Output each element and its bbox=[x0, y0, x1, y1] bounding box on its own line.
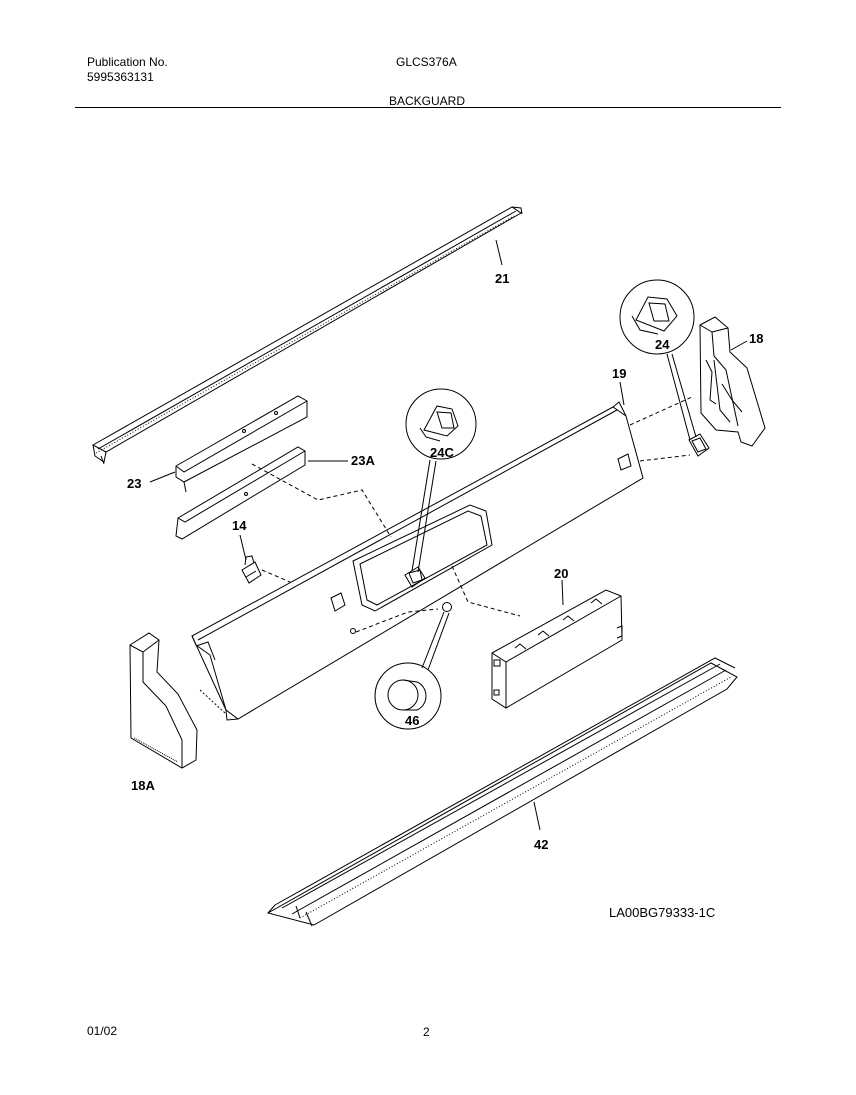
header-rule bbox=[75, 107, 781, 108]
publication-number: 5995363131 bbox=[87, 70, 154, 84]
part-24c-switch bbox=[404, 388, 477, 588]
label-24: 24 bbox=[655, 337, 670, 352]
footer-date: 01/02 bbox=[87, 1024, 118, 1038]
label-23a: 23A bbox=[351, 453, 375, 468]
part-19-backguard-panel bbox=[191, 381, 644, 721]
drawing-id: LA00BG79333-1C bbox=[609, 905, 716, 920]
part-42-bottom-trim bbox=[266, 657, 738, 927]
label-20: 20 bbox=[554, 566, 568, 581]
part-23-bracket bbox=[149, 395, 308, 493]
label-18a: 18A bbox=[131, 778, 155, 793]
label-18: 18 bbox=[749, 331, 763, 346]
part-14-clip bbox=[239, 534, 262, 584]
part-20-control-box bbox=[491, 579, 623, 709]
label-24c: 24C bbox=[430, 445, 454, 460]
label-42: 42 bbox=[534, 837, 548, 852]
part-21-top-trim bbox=[91, 206, 523, 465]
label-14: 14 bbox=[232, 518, 247, 533]
part-46-button bbox=[374, 602, 452, 730]
model-number: GLCS376A bbox=[396, 55, 457, 69]
label-46: 46 bbox=[405, 713, 419, 728]
label-23: 23 bbox=[127, 476, 141, 491]
part-18a-left-end-cap bbox=[129, 632, 198, 769]
label-19: 19 bbox=[612, 366, 626, 381]
part-24-switch bbox=[619, 279, 710, 457]
label-21: 21 bbox=[495, 271, 509, 286]
page-number: 2 bbox=[423, 1025, 430, 1039]
part-23a-bracket bbox=[175, 446, 348, 540]
part-18-right-end-cap bbox=[699, 316, 766, 447]
publication-label: Publication No. bbox=[87, 55, 168, 69]
assembly-leaders bbox=[251, 396, 693, 633]
section-title: BACKGUARD bbox=[389, 94, 466, 108]
